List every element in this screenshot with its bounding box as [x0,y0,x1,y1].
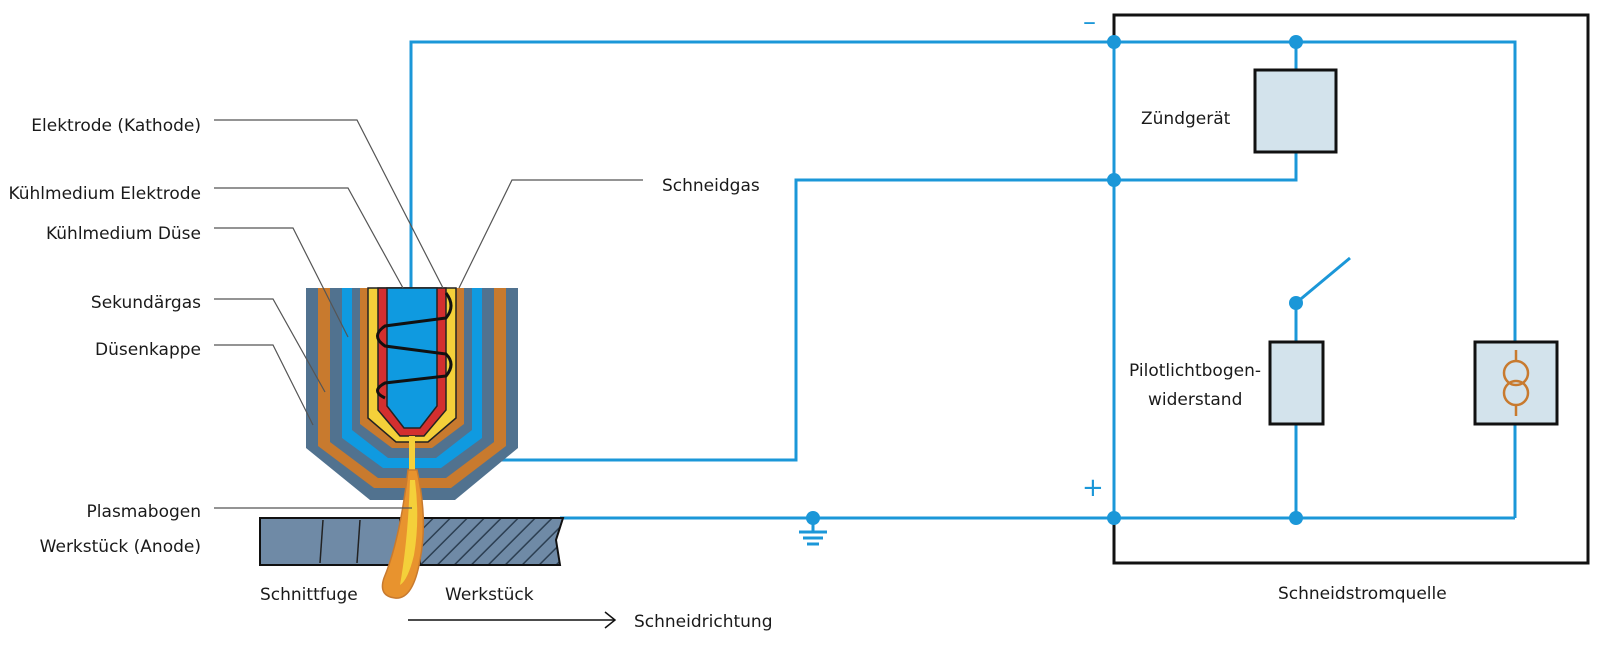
label-workpiece: Werkstück [445,585,534,605]
igniter-box [1253,68,1338,154]
leader-nozzle-cap [214,344,314,426]
label-igniter: Zündgerät [1141,109,1231,129]
label-pilot-resistor-2: widerstand [1148,390,1242,410]
label-cutting-direction: Schneidrichtung [634,612,773,632]
leader-lines [214,119,643,509]
junction-dot [1107,511,1121,525]
junction-dot [1289,296,1303,310]
ground-symbol-icon [799,530,827,546]
label-nozzle-cap: Düsenkappe [95,340,201,360]
label-pilot-resistor-1: Pilotlichtbogen- [1129,361,1261,381]
orifice-stream [409,436,415,500]
cutting-gas-wire [490,152,1298,462]
workpiece-hatched-section [416,517,565,566]
label-coolant-nozzle: Kühlmedium Düse [46,224,201,244]
workpiece [259,517,565,566]
junction-dot [806,511,820,525]
junction-dots [806,35,1303,525]
plus-sign: + [1082,473,1104,503]
power-source-frame [1112,13,1590,565]
workpiece-cut-section [259,517,407,566]
circuit-wiring [409,40,1517,532]
electrode-wire [409,40,1517,518]
junction-dot [1107,35,1121,49]
electrode-coolant [386,287,438,429]
label-coolant-electrode: Kühlmedium Elektrode [8,184,201,204]
junction-dot [1289,35,1303,49]
junction-dot [1107,173,1121,187]
plasma-torch [306,287,518,500]
arrow-right-icon [408,611,617,629]
label-electrode: Elektrode (Kathode) [31,116,201,136]
leader-coolant-nozzle [214,227,349,338]
label-kerf: Schnittfuge [260,585,358,605]
swirl-coil [376,292,453,400]
label-workpiece-anode: Werkstück (Anode) [40,537,201,557]
label-secondary-gas: Sekundärgas [91,293,201,313]
switch-icon [1295,256,1351,305]
kerf-line [356,519,361,564]
label-cutting-gas: Schneidgas [662,176,760,196]
plasma-arc-core [400,480,418,585]
label-power-source: Schneidstromquelle [1278,584,1447,604]
leader-electrode [214,119,444,289]
junction-dot [1289,511,1303,525]
transformer-symbol-icon [1502,350,1530,416]
label-plasma-arc: Plasmabogen [87,502,201,522]
minus-sign: – [1083,7,1096,37]
leader-coolant-electrode [214,187,404,289]
kerf-line [319,519,324,564]
leader-cutting-gas [458,179,643,289]
pilot-resistor-box [1268,340,1325,426]
leader-secondary-gas [214,298,326,393]
